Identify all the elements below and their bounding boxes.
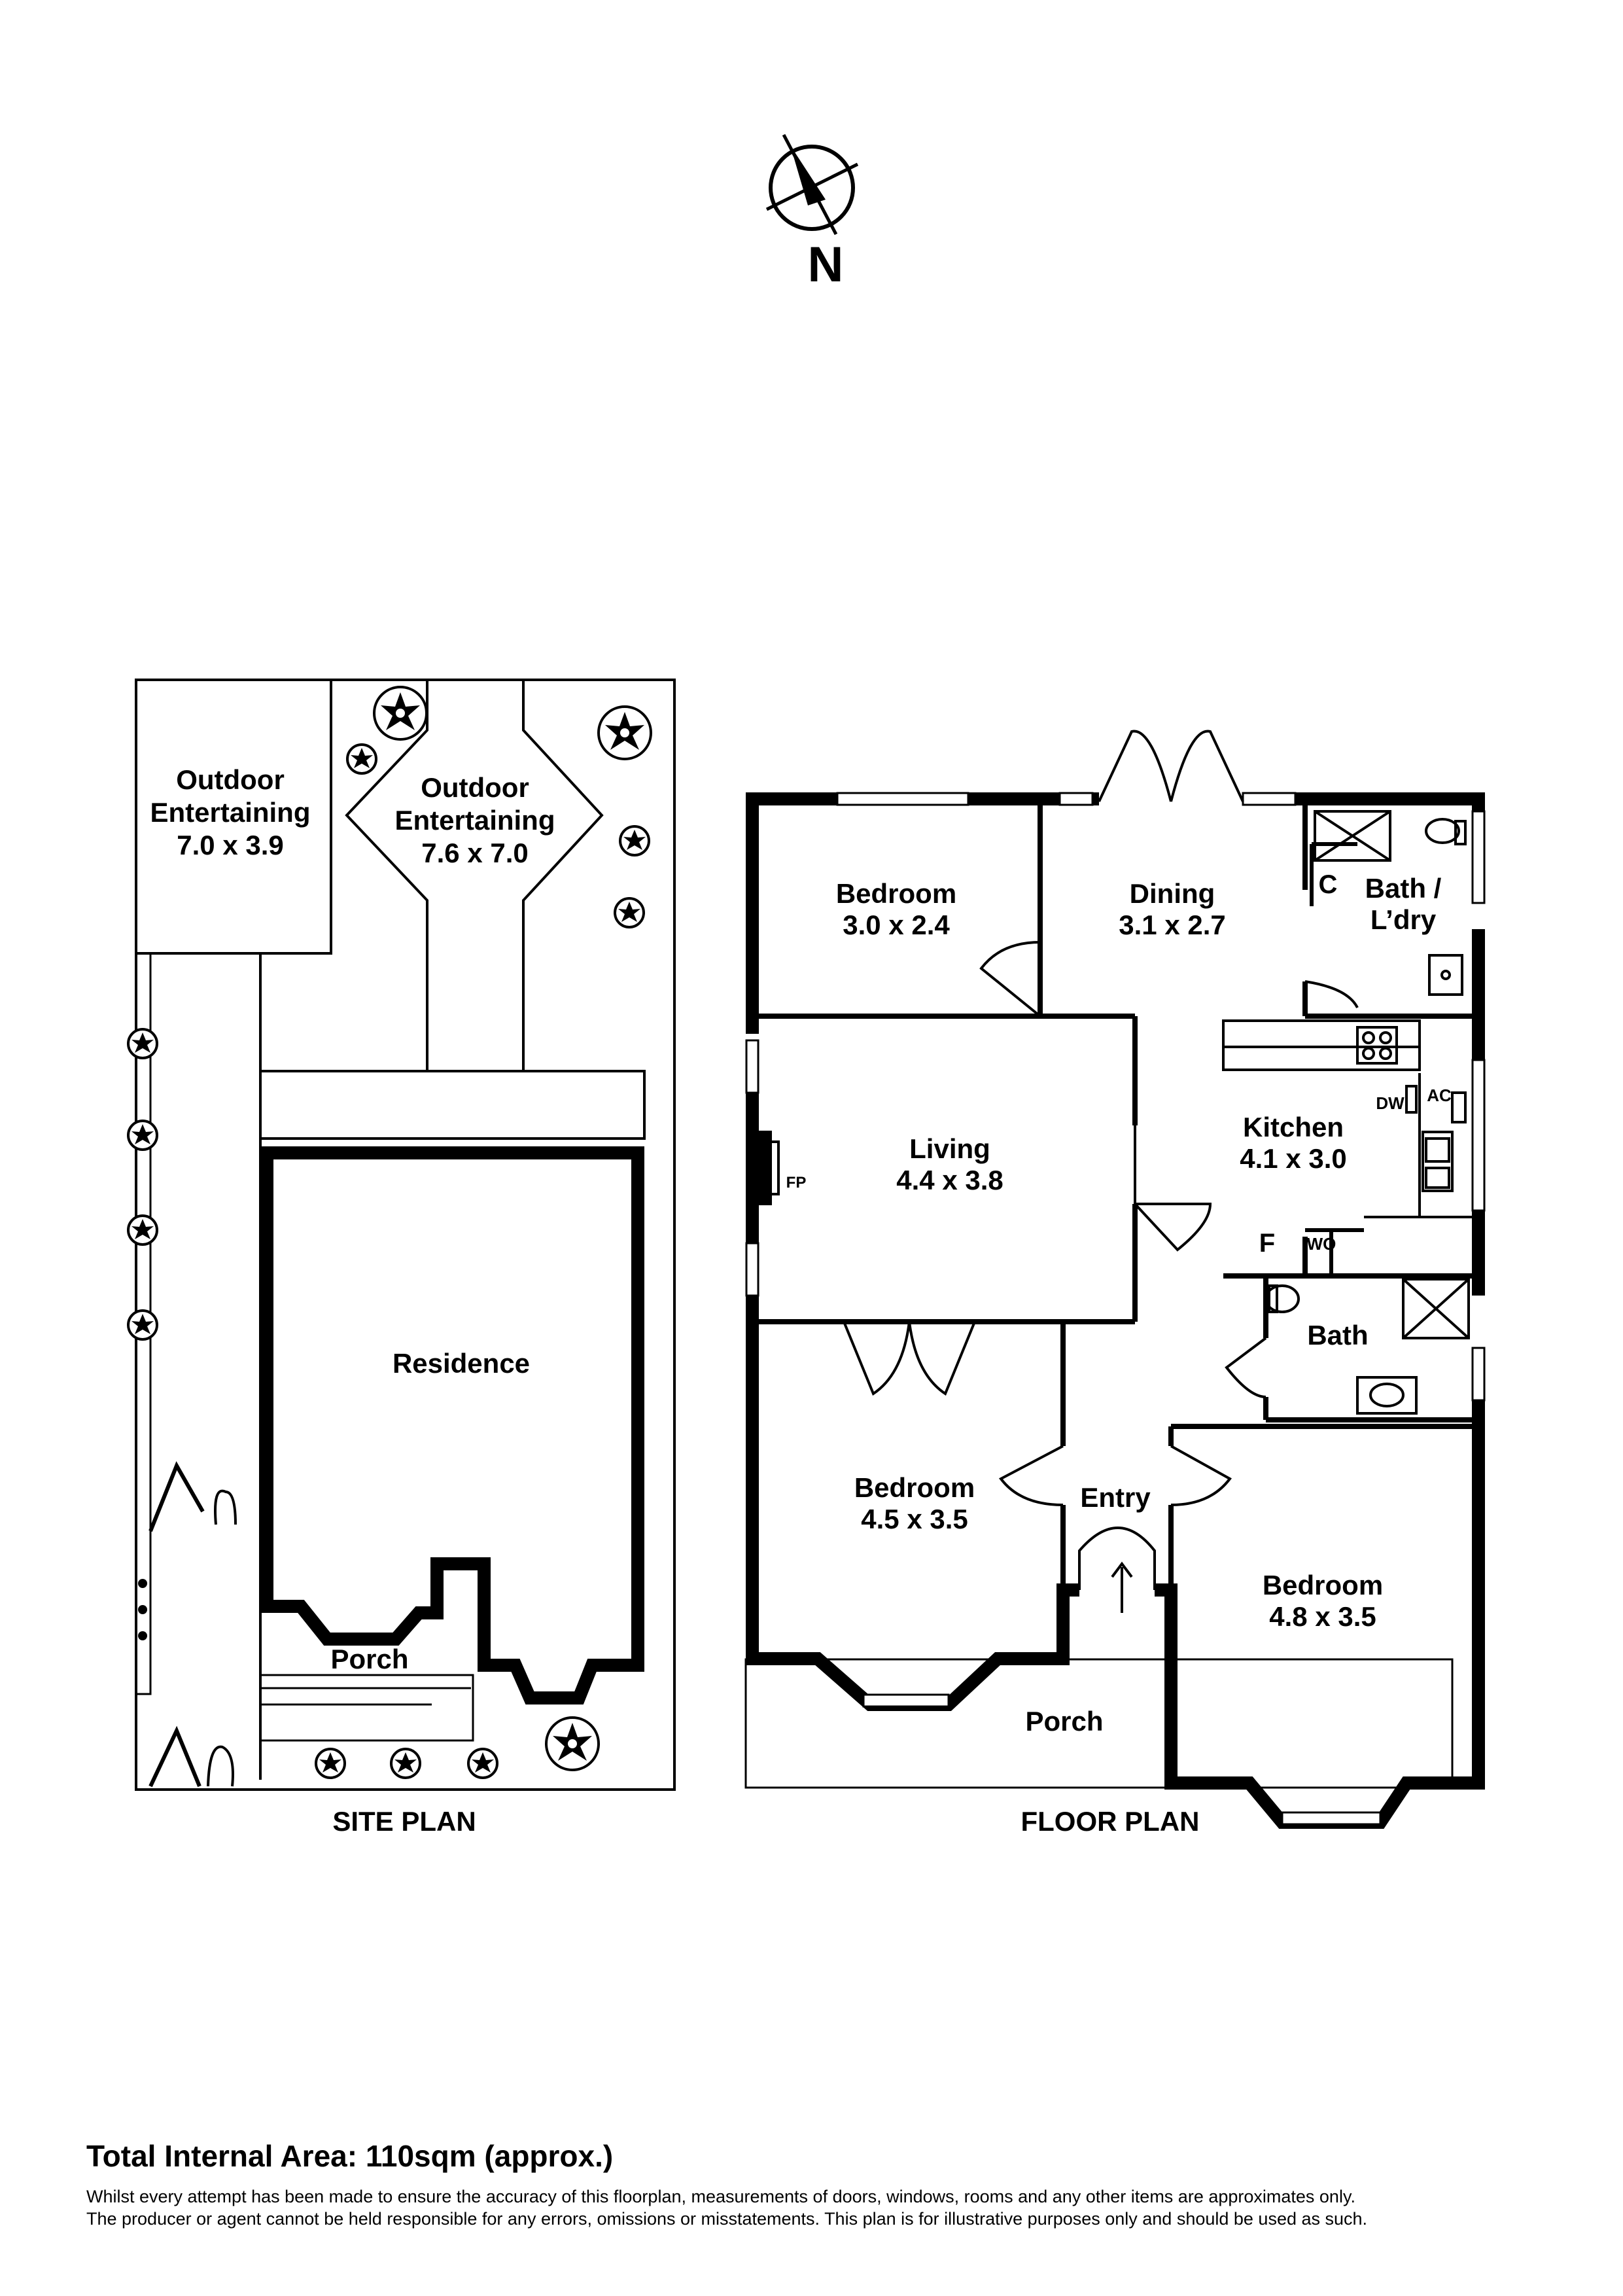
residence-label: Residence: [393, 1348, 530, 1379]
washer-label: WO: [1307, 1234, 1336, 1254]
bedroom-1-size: 3.0 x 2.4: [843, 910, 950, 940]
outdoor-entertaining-a-name-2: Entertaining: [150, 797, 310, 828]
living-size: 4.4 x 3.8: [896, 1165, 1003, 1195]
cupboard-label: C: [1319, 870, 1338, 899]
north-label: N: [808, 237, 844, 292]
fridge-label: F: [1259, 1229, 1275, 1258]
disclaimer-line-1: Whilst every attempt has been made to en…: [86, 2187, 1355, 2206]
site-plan: [135, 679, 676, 1791]
bedroom-1-name: Bedroom: [836, 878, 956, 909]
site-porch-label: Porch: [330, 1644, 408, 1674]
disclaimer-line-2: The producer or agent cannot be held res…: [86, 2209, 1368, 2229]
outdoor-entertaining-a-size: 7.0 x 3.9: [177, 830, 283, 860]
total-internal-area: Total Internal Area: 110sqm (approx.): [86, 2139, 614, 2173]
dining-size: 3.1 x 2.7: [1119, 910, 1225, 940]
north-compass-icon: N: [765, 133, 859, 292]
floor-plan-fixtures: [1265, 810, 1470, 1415]
outdoor-entertaining-a-name-1: Outdoor: [176, 764, 285, 795]
dining-name: Dining: [1130, 878, 1215, 909]
disclaimer: Whilst every attempt has been made to en…: [86, 2185, 1367, 2230]
floor-plan-caption: FLOOR PLAN: [1021, 1806, 1200, 1837]
outdoor-entertaining-b-size: 7.6 x 7.0: [421, 838, 528, 868]
floor-plan-windows: [745, 792, 1486, 1826]
site-plan-trees: [127, 686, 652, 1779]
kitchen-name: Kitchen: [1243, 1112, 1344, 1142]
floor-plan-walls: [744, 792, 1485, 1829]
bedroom-3-size: 4.8 x 3.5: [1269, 1601, 1376, 1632]
site-plan-labels: Outdoor Entertaining 7.0 x 3.9 Outdoor E…: [150, 764, 555, 1837]
bedroom-3-name: Bedroom: [1263, 1570, 1383, 1600]
bedroom-2-name: Bedroom: [854, 1472, 975, 1503]
living-name: Living: [909, 1133, 990, 1164]
outdoor-entertaining-b-name-2: Entertaining: [394, 805, 555, 836]
bath-laundry-name-1: Bath /: [1365, 873, 1442, 904]
dishwasher-label: DW: [1376, 1093, 1405, 1113]
air-con-label: AC: [1427, 1086, 1452, 1105]
floor-porch-label: Porch: [1025, 1706, 1103, 1737]
kitchen-size: 4.1 x 3.0: [1240, 1143, 1346, 1174]
bath-name: Bath: [1307, 1320, 1368, 1351]
site-plan-caption: SITE PLAN: [332, 1806, 476, 1837]
entry-name: Entry: [1080, 1482, 1151, 1513]
outdoor-entertaining-b-name-1: Outdoor: [421, 772, 529, 803]
bedroom-2-size: 4.5 x 3.5: [861, 1504, 968, 1534]
bath-laundry-name-2: L’dry: [1370, 904, 1437, 935]
floor-plan-doors: [756, 730, 1359, 1613]
fireplace-label: FP: [786, 1174, 807, 1192]
floor-plan-labels: Bedroom 3.0 x 2.4 Dining 3.1 x 2.7 Bath …: [786, 870, 1452, 1837]
